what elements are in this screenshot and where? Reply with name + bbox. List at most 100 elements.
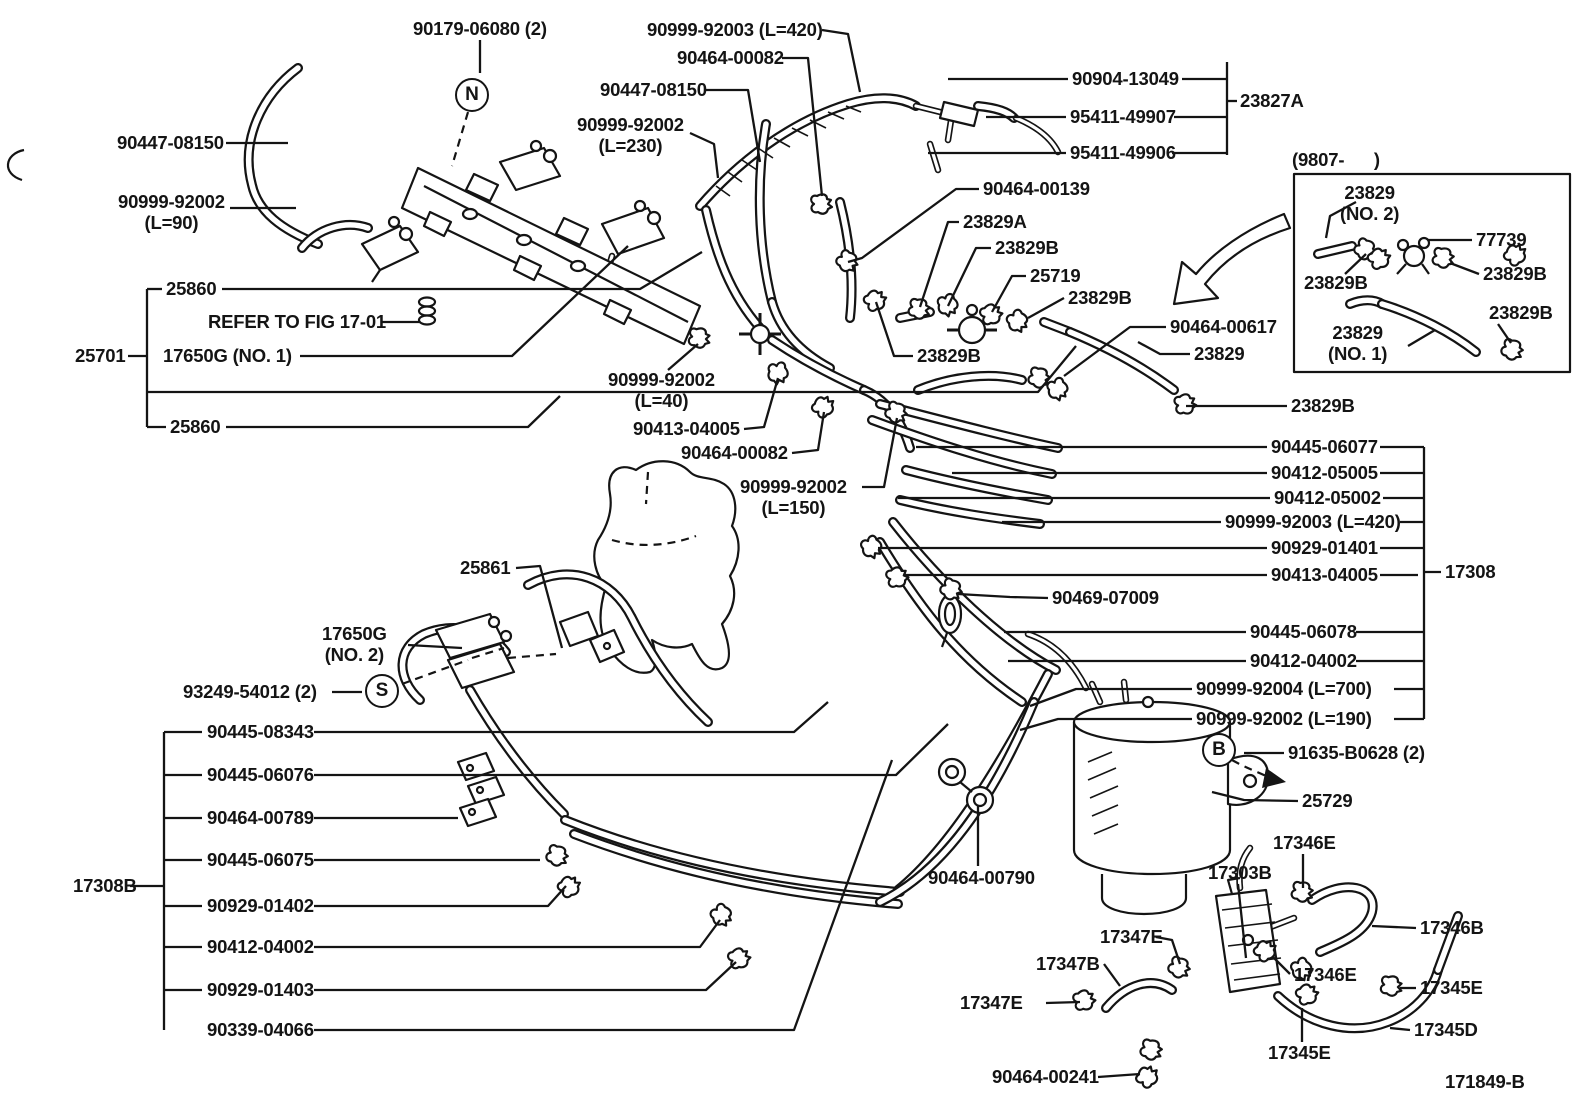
- leader-line: [1344, 253, 1367, 275]
- part-label: 17345E: [1268, 1042, 1331, 1063]
- leader-line: [407, 643, 463, 650]
- part-label: 90445-08343: [207, 721, 314, 742]
- leader-line: [874, 301, 913, 358]
- fuel-cooler-drawing: [1214, 876, 1282, 994]
- intake-manifold-drawing: [400, 166, 702, 346]
- leader-line: [226, 395, 561, 429]
- part-label: 25719: [1030, 265, 1081, 286]
- part-label: 25860: [170, 416, 221, 437]
- vsv-no2-assembly-drawing: [434, 610, 626, 828]
- part-label: 90413-04005: [1271, 564, 1378, 585]
- leader-line: [1097, 1072, 1141, 1079]
- leader-line: [1497, 323, 1512, 344]
- leader-line: [990, 274, 1026, 313]
- leader-line: [1407, 329, 1436, 347]
- part-label: 17346E: [1273, 832, 1336, 853]
- leader-line: [1063, 325, 1166, 377]
- part-label: 90339-04066: [207, 1019, 314, 1040]
- leader-line: [1029, 687, 1192, 708]
- part-label: 17346B: [1420, 917, 1484, 938]
- part-label: 90413-04005: [633, 418, 740, 439]
- part-label: 90447-08150: [600, 79, 707, 100]
- part-label: 90999-92002 (L=150): [740, 476, 847, 518]
- part-label: 90929-01401: [1271, 537, 1378, 558]
- part-label: 90445-06076: [207, 764, 314, 785]
- part-label: 77739: [1476, 229, 1527, 250]
- part-label: (9807- ): [1292, 149, 1380, 170]
- part-label: 17345E: [1420, 977, 1483, 998]
- leader-line: [706, 88, 762, 163]
- engine-block-drawing: [593, 460, 740, 674]
- leader-line: [1137, 340, 1190, 356]
- part-label: 90179-06080 (2): [413, 18, 547, 39]
- part-label: 90447-08150: [117, 132, 224, 153]
- part-label: 23829B: [1483, 263, 1547, 284]
- part-label: 17347E: [960, 992, 1023, 1013]
- part-label: 90929-01403: [207, 979, 314, 1000]
- callout-s: S: [365, 674, 399, 708]
- part-label: 23829B: [995, 237, 1059, 258]
- part-label: 17308: [1445, 561, 1496, 582]
- leader-line: [300, 245, 629, 358]
- grommets-drawing: [937, 593, 995, 815]
- part-label: 17650G (NO. 2): [322, 623, 387, 665]
- leader-line: [1371, 924, 1417, 930]
- part-label: 90464-00790: [928, 867, 1035, 888]
- leader-line: [1389, 1026, 1411, 1032]
- part-label: 171849-B: [1445, 1071, 1525, 1092]
- leader-line: [918, 220, 959, 308]
- part-label: 23827A: [1240, 90, 1304, 111]
- leader-line: [314, 919, 721, 949]
- leader-line: [314, 961, 737, 992]
- leader-line: [847, 187, 979, 264]
- part-label: 17347E: [1100, 926, 1163, 947]
- part-label: 90999-92004 (L=700): [1196, 678, 1372, 699]
- leader-line: [782, 56, 824, 197]
- leader-line: [821, 28, 862, 93]
- edge-hose-fragment: [6, 148, 25, 182]
- part-label: 23829A: [963, 211, 1027, 232]
- leader-line: [791, 411, 826, 455]
- vacuum-switching-valves-drawing: [360, 100, 997, 355]
- corrugated-hose-ticks: [715, 105, 862, 197]
- part-label: 90999-92002 (L=40): [608, 369, 715, 411]
- leader-line: [1019, 717, 1192, 732]
- charcoal-canister-drawing: [1072, 678, 1270, 916]
- hoses-drawing: [243, 63, 1481, 1034]
- leader-line: [1324, 200, 1357, 239]
- part-label: 17346E: [1294, 964, 1357, 985]
- leader-line: [1211, 790, 1299, 803]
- part-label: 90412-05005: [1271, 462, 1378, 483]
- part-label: 17308B: [73, 875, 137, 896]
- part-label: 90929-01402: [207, 895, 314, 916]
- leader-line: [946, 246, 991, 307]
- part-label: 17650G (NO. 1): [163, 345, 292, 366]
- part-label: 90412-05002: [1274, 487, 1381, 508]
- part-label: 17303B: [1208, 862, 1272, 883]
- part-label: 90464-00241: [992, 1066, 1099, 1087]
- leader-line: [667, 343, 699, 371]
- part-label: 90445-06075: [207, 849, 314, 870]
- part-label: 90412-04002: [1250, 650, 1357, 671]
- part-label: 95411-49907: [1070, 106, 1176, 127]
- inset-box: [1292, 172, 1572, 374]
- part-label: 23829B: [917, 345, 981, 366]
- part-label: 90412-04002: [207, 936, 314, 957]
- part-label: 17345D: [1414, 1019, 1478, 1040]
- leader-line: [1027, 296, 1065, 320]
- part-label: 90445-06077: [1271, 436, 1378, 457]
- leader-line: [1103, 963, 1121, 987]
- part-label: 23829: [1194, 343, 1245, 364]
- part-label: 23829B: [1304, 272, 1368, 293]
- reference-arrow: [1172, 212, 1292, 306]
- part-label: 90999-92002 (L=190): [1196, 708, 1372, 729]
- part-label: 23829B: [1489, 302, 1553, 323]
- part-label: 90999-92003 (L=420): [1225, 511, 1401, 532]
- leader-line: [1271, 955, 1291, 975]
- leader-line: [222, 251, 703, 291]
- leader-line: [314, 701, 829, 734]
- part-label: 90904-13049: [1072, 68, 1179, 89]
- part-label: 25861: [460, 557, 511, 578]
- part-label: 25701: [75, 345, 126, 366]
